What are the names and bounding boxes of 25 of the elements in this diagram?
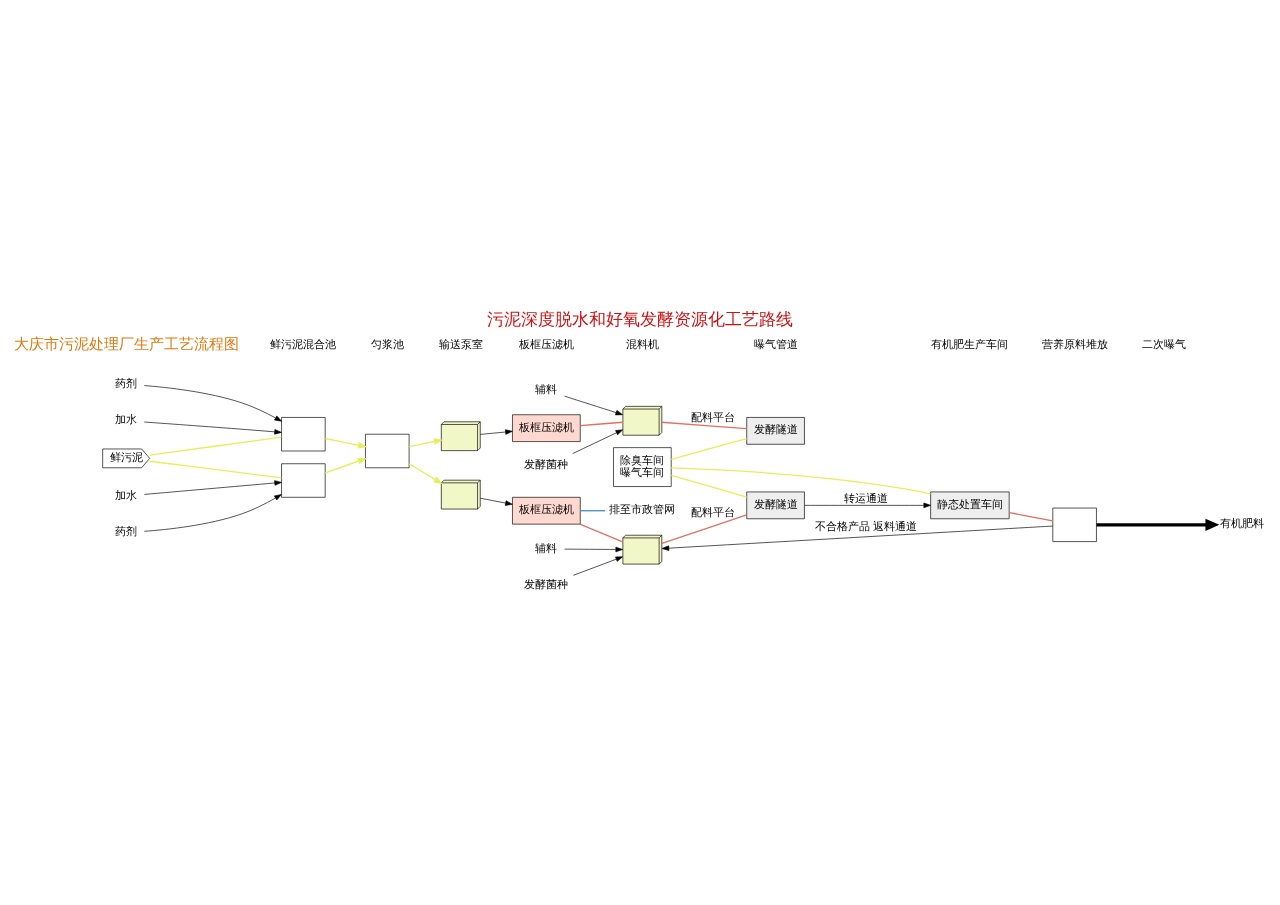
- diagram-title: 污泥深度脱水和好氧发酵资源化工艺路线: [487, 308, 793, 329]
- label: 二次曝气: [1141, 337, 1186, 351]
- node-text: 发酵菌种: [524, 457, 569, 471]
- label: 大庆市污泥处理厂生产工艺流程图: [13, 334, 239, 352]
- label: 匀浆池: [370, 337, 404, 351]
- node-text: 排至市政管网: [609, 502, 676, 516]
- label: 曝气管道: [753, 337, 798, 351]
- node-text: 辅料: [535, 541, 558, 555]
- edge-label: 转运通道: [843, 491, 888, 505]
- label: 营养原料堆放: [1041, 337, 1108, 351]
- edge-label: 配料平台: [691, 410, 736, 424]
- edge-label: 配料平台: [691, 505, 736, 519]
- label: 输送泵室: [438, 337, 483, 351]
- node-text: 加水: [115, 412, 138, 426]
- label: 有机肥生产车间: [931, 337, 1009, 351]
- label: 板框压滤机: [518, 337, 574, 351]
- node-text: 辅料: [535, 382, 558, 396]
- label: 鲜污泥混合池: [270, 337, 337, 351]
- node-text: 药剂: [115, 524, 138, 538]
- node-text: 加水: [115, 488, 138, 502]
- label: 混料机: [625, 337, 659, 351]
- node-text: 发酵菌种: [524, 577, 569, 591]
- edge-label: 不合格产品 返料通道: [814, 519, 918, 533]
- node-text: 药剂: [115, 376, 138, 390]
- node-text: 有机肥料: [1220, 516, 1265, 530]
